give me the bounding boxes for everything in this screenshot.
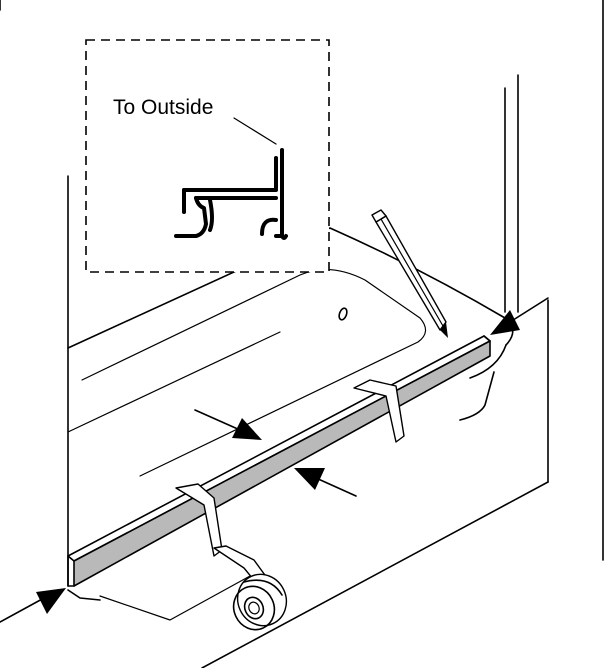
pencil-icon <box>371 209 448 338</box>
arrow-top-rail <box>194 409 262 440</box>
inset-detail: To Outside <box>85 39 330 273</box>
tape-roll-icon <box>232 573 288 631</box>
arrow-right-end <box>490 297 549 335</box>
arrow-face-rail <box>294 468 357 497</box>
drain-icon <box>338 307 348 321</box>
bottom-track <box>67 335 491 587</box>
bathtub <box>67 227 514 621</box>
track-profile-icon <box>174 148 288 240</box>
inset-label: To Outside <box>113 96 213 119</box>
arrows <box>0 297 549 623</box>
arrow-left-end <box>0 588 66 623</box>
